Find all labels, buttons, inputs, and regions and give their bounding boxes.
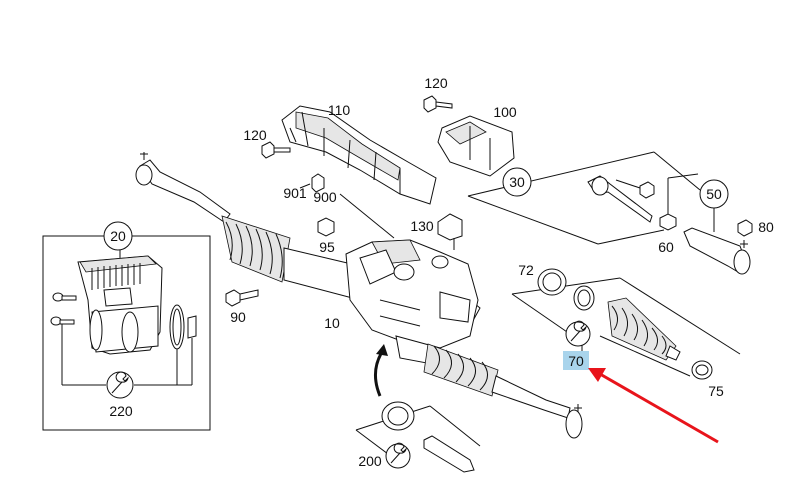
label-72[interactable]: 72 bbox=[518, 262, 534, 278]
callout-30[interactable]: 30 bbox=[502, 167, 532, 197]
svg-text:50: 50 bbox=[706, 186, 722, 202]
label-220: 220 bbox=[109, 403, 133, 419]
label-75[interactable]: 75 bbox=[708, 383, 724, 399]
label-80[interactable]: 80 bbox=[758, 219, 774, 235]
label-200[interactable]: 200 bbox=[358, 453, 382, 469]
group-200 bbox=[355, 401, 481, 473]
group-boot-kit bbox=[511, 268, 741, 380]
highlight-box bbox=[563, 351, 589, 370]
label-900[interactable]: 900 bbox=[313, 189, 337, 205]
steering-rack-drawing bbox=[135, 152, 583, 439]
curved-arrow-icon bbox=[374, 344, 388, 397]
fasteners-drawing bbox=[225, 95, 463, 307]
clip-drawing bbox=[187, 315, 197, 339]
callout-50[interactable]: 50 bbox=[699, 179, 729, 209]
wrench-icon bbox=[565, 320, 591, 347]
screw-drawing bbox=[50, 292, 77, 326]
label-70-highlighted[interactable]: 70 bbox=[563, 351, 589, 370]
callout-20[interactable]: 20 bbox=[103, 221, 133, 251]
gasket-drawing bbox=[169, 304, 185, 350]
label-901[interactable]: 901 bbox=[283, 185, 307, 201]
group-30-50 bbox=[467, 151, 753, 275]
red-arrow-icon bbox=[588, 368, 719, 444]
label-120-top[interactable]: 120 bbox=[424, 75, 448, 91]
wrench-icon bbox=[106, 371, 134, 399]
cover-drawing bbox=[281, 105, 437, 205]
label-90[interactable]: 90 bbox=[230, 309, 246, 325]
label-120-left[interactable]: 120 bbox=[243, 127, 267, 143]
label-10[interactable]: 10 bbox=[324, 315, 340, 331]
label-100[interactable]: 100 bbox=[493, 104, 517, 120]
wrench-icon bbox=[385, 442, 411, 469]
svg-text:20: 20 bbox=[110, 228, 126, 244]
control-unit-drawing bbox=[77, 255, 163, 355]
svg-text:70: 70 bbox=[568, 353, 584, 369]
leader-lines bbox=[339, 193, 455, 250]
group-box-20: 20 220 bbox=[42, 221, 211, 431]
svg-text:30: 30 bbox=[509, 174, 525, 190]
label-95[interactable]: 95 bbox=[319, 239, 335, 255]
label-130[interactable]: 130 bbox=[410, 218, 434, 234]
bracket-drawing bbox=[437, 115, 515, 177]
label-110[interactable]: 110 bbox=[328, 102, 351, 118]
label-60[interactable]: 60 bbox=[658, 239, 674, 255]
